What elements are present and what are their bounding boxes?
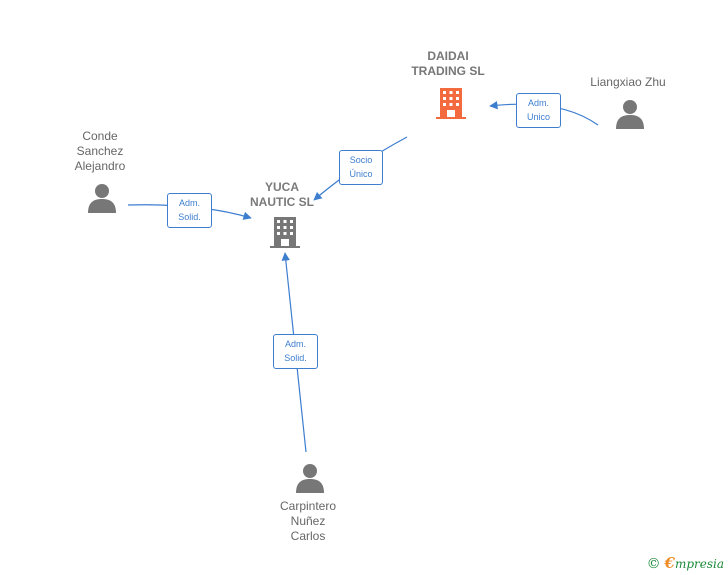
brand-logo: © €mpresia [647,554,724,572]
edge-label-socio-unico[interactable]: Socio Único [339,150,383,185]
edge-label-adm-solid-carpintero[interactable]: Adm. Solid. [273,334,318,369]
copyright-symbol: © [646,556,661,572]
person-label-conde: Conde Sanchez Alejandro [74,129,126,173]
person-icon[interactable] [614,98,646,130]
building-icon[interactable] [268,215,302,249]
brand-name: mpresia [674,557,724,571]
brand-initial: € [664,554,675,572]
edge-label-adm-solid-conde[interactable]: Adm. Solid. [167,193,212,228]
person-icon[interactable] [86,182,118,214]
edge-label-adm-unico[interactable]: Adm. Unico [516,93,561,128]
building-icon[interactable] [434,86,468,120]
company-label-daidai: DAIDAI TRADING SL [411,49,485,78]
person-label-carpintero: Carpintero Nuñez Carlos [279,499,337,543]
company-label-yuca: YUCA NAUTIC SL [250,180,314,209]
person-label-liangxiao: Liangxiao Zhu [590,75,666,89]
person-icon[interactable] [294,462,326,494]
